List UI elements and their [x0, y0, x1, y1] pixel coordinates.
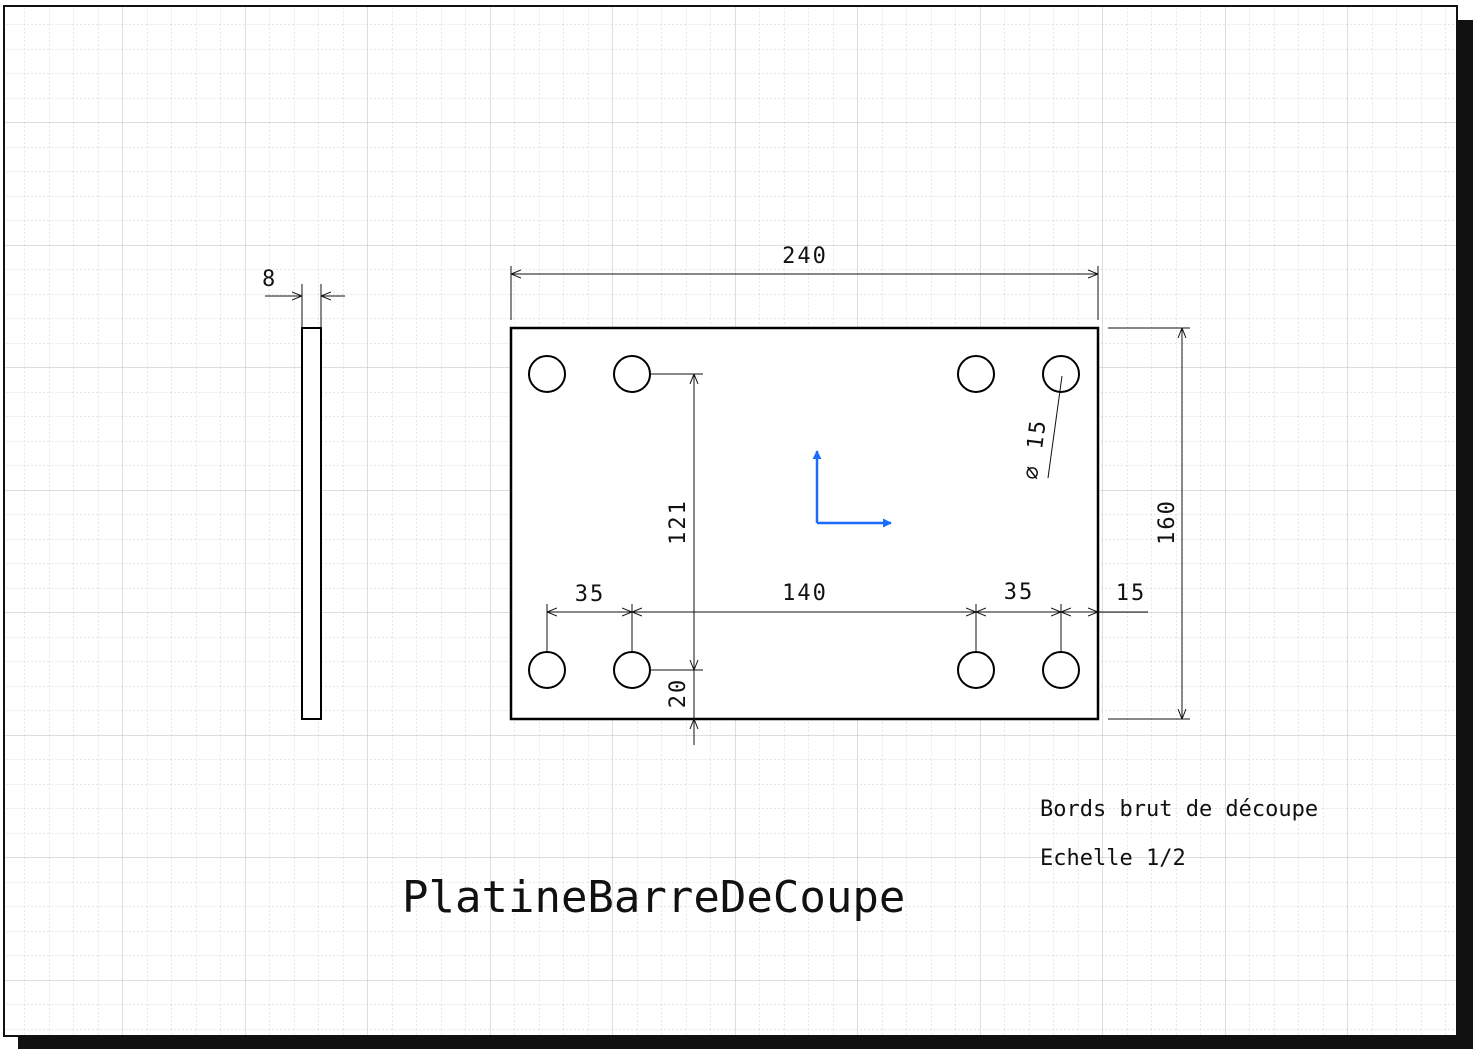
leader-line: [1047, 375, 1063, 479]
dim-width: 240: [782, 244, 828, 269]
dim-thickness: 8: [262, 267, 277, 292]
side-view: 8: [262, 267, 345, 720]
note-edges: Bords brut de découpe: [1040, 797, 1318, 822]
dim-height: 160: [1155, 499, 1180, 545]
hole: [957, 355, 995, 393]
drawing-title: PlatineBarreDeCoupe: [402, 872, 905, 923]
dim-hole-vertical-spacing: 121: [666, 499, 691, 545]
front-view: 240 160 ⌀ 15 121 20 35 140 35 15: [509, 244, 1190, 745]
side-view-outline: [301, 327, 322, 720]
hole: [1042, 355, 1080, 393]
dim-hole-edge-offset: 15: [1116, 581, 1147, 606]
dim-hole-pitch-center: 140: [782, 581, 828, 606]
note-scale: Echelle 1/2: [1040, 846, 1186, 871]
dim-hole-bottom-offset: 20: [666, 678, 691, 709]
origin-axis-icon: [812, 450, 892, 528]
dim-hole-pitch-left: 35: [575, 582, 606, 607]
plate-outline: [509, 326, 1100, 721]
dim-hole-pitch-right: 35: [1004, 580, 1035, 605]
hole: [528, 355, 566, 393]
